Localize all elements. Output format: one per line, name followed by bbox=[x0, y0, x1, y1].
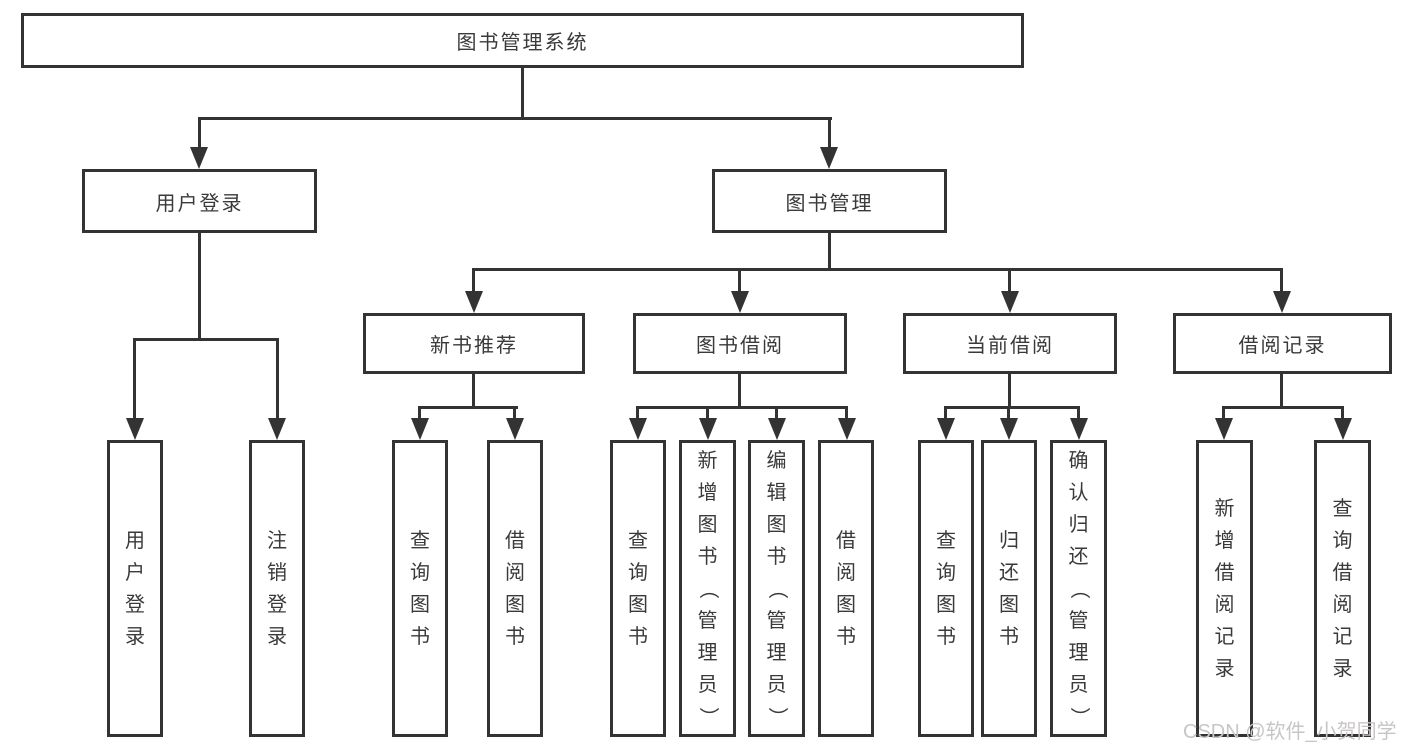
connector-line bbox=[1222, 406, 1344, 409]
connector-line bbox=[1008, 372, 1011, 408]
connector-line bbox=[944, 406, 947, 422]
node-leaf-cb-query-label: 查询图书 bbox=[936, 529, 956, 648]
arrow-down-icon bbox=[268, 418, 286, 440]
node-current-borrow: 当前借阅 bbox=[903, 313, 1117, 374]
arrow-down-icon bbox=[506, 418, 524, 440]
csdn-watermark: CSDN @软件_小贺同学 bbox=[1183, 721, 1397, 743]
node-leaf-nb-borrow-label: 借阅图书 bbox=[505, 529, 525, 648]
node-leaf-nb-query: 查询图书 bbox=[392, 440, 448, 737]
connector-line bbox=[944, 406, 1080, 409]
node-leaf-br-add-label: 新增借阅记录 bbox=[1214, 497, 1235, 680]
node-leaf-user-login-label: 用户登录 bbox=[125, 529, 145, 648]
connector-line bbox=[472, 268, 475, 294]
connector-line bbox=[636, 406, 848, 409]
connector-line bbox=[828, 117, 831, 151]
connector-line bbox=[472, 268, 1283, 271]
arrow-down-icon bbox=[190, 147, 208, 169]
arrow-down-icon bbox=[820, 147, 838, 169]
arrow-down-icon bbox=[411, 418, 429, 440]
node-leaf-nb-borrow: 借阅图书 bbox=[487, 440, 543, 737]
node-leaf-cb-return: 归还图书 bbox=[981, 440, 1037, 737]
node-root-label: 图书管理系统 bbox=[456, 32, 589, 54]
connector-line bbox=[738, 268, 741, 294]
arrow-down-icon bbox=[1000, 418, 1018, 440]
node-book-borrow-label: 图书借阅 bbox=[696, 335, 784, 357]
node-leaf-bb-borrow-label: 借阅图书 bbox=[836, 529, 856, 648]
connector-line bbox=[1007, 406, 1010, 422]
node-current-borrow-label: 当前借阅 bbox=[966, 335, 1054, 357]
node-book-mgmt-label: 图书管理 bbox=[785, 192, 874, 215]
connector-line bbox=[1280, 268, 1283, 294]
node-user-login-label: 用户登录 bbox=[155, 192, 244, 215]
node-leaf-br-query-label: 查询借阅记录 bbox=[1332, 497, 1353, 680]
node-leaf-cb-query: 查询图书 bbox=[918, 440, 974, 737]
node-leaf-bb-edit-label: 编辑图书（管理员） bbox=[765, 449, 788, 727]
connector-line bbox=[418, 406, 421, 422]
arrow-down-icon bbox=[731, 291, 749, 313]
arrow-down-icon bbox=[465, 291, 483, 313]
connector-line bbox=[276, 338, 279, 422]
connector-line bbox=[418, 406, 518, 409]
arrow-down-icon bbox=[937, 418, 955, 440]
connector-line bbox=[198, 231, 201, 339]
arrow-down-icon bbox=[1001, 291, 1019, 313]
node-leaf-logout: 注销登录 bbox=[249, 440, 305, 737]
connector-line bbox=[1222, 406, 1225, 422]
node-borrow-records: 借阅记录 bbox=[1173, 313, 1392, 374]
connector-line bbox=[1280, 372, 1283, 408]
arrow-down-icon bbox=[1273, 291, 1291, 313]
node-leaf-br-add: 新增借阅记录 bbox=[1196, 440, 1253, 737]
node-leaf-cb-confirm-label: 确认归还（管理员） bbox=[1067, 449, 1090, 727]
node-book-borrow: 图书借阅 bbox=[633, 313, 847, 374]
connector-line bbox=[513, 406, 516, 422]
connector-line bbox=[738, 372, 741, 408]
node-leaf-logout-label: 注销登录 bbox=[267, 529, 287, 648]
node-leaf-bb-add-label: 新增图书（管理员） bbox=[696, 449, 719, 727]
arrow-down-icon bbox=[629, 418, 647, 440]
node-leaf-cb-return-label: 归还图书 bbox=[999, 529, 1019, 648]
arrow-down-icon bbox=[126, 418, 144, 440]
node-user-login: 用户登录 bbox=[82, 169, 317, 233]
node-book-mgmt: 图书管理 bbox=[712, 169, 947, 233]
connector-line bbox=[133, 338, 279, 341]
node-borrow-records-label: 借阅记录 bbox=[1238, 335, 1327, 357]
arrow-down-icon bbox=[838, 418, 856, 440]
connector-line bbox=[706, 406, 709, 422]
connector-line bbox=[1077, 406, 1080, 422]
node-new-book-rec-label: 新书推荐 bbox=[430, 335, 518, 357]
arrow-down-icon bbox=[1334, 418, 1352, 440]
connector-line bbox=[636, 406, 639, 422]
connector-line bbox=[198, 117, 201, 151]
node-leaf-bb-edit: 编辑图书（管理员） bbox=[748, 440, 805, 737]
node-root: 图书管理系统 bbox=[21, 13, 1024, 68]
node-leaf-bb-borrow: 借阅图书 bbox=[818, 440, 874, 737]
connector-line bbox=[198, 117, 832, 120]
arrow-down-icon bbox=[699, 418, 717, 440]
arrow-down-icon bbox=[1215, 418, 1233, 440]
node-leaf-user-login: 用户登录 bbox=[107, 440, 163, 737]
connector-line bbox=[1008, 268, 1011, 294]
connector-line bbox=[472, 372, 475, 408]
node-new-book-rec: 新书推荐 bbox=[363, 313, 585, 374]
node-leaf-bb-query: 查询图书 bbox=[610, 440, 666, 737]
connector-line bbox=[775, 406, 778, 422]
connector-line bbox=[133, 338, 136, 422]
arrow-down-icon bbox=[768, 418, 786, 440]
arrow-down-icon bbox=[1070, 418, 1088, 440]
connector-line bbox=[828, 231, 831, 269]
node-leaf-bb-query-label: 查询图书 bbox=[628, 529, 648, 648]
node-leaf-bb-add: 新增图书（管理员） bbox=[679, 440, 736, 737]
connector-line bbox=[521, 66, 524, 118]
connector-line bbox=[1341, 406, 1344, 422]
connector-line bbox=[845, 406, 848, 422]
node-leaf-cb-confirm: 确认归还（管理员） bbox=[1050, 440, 1107, 737]
node-leaf-nb-query-label: 查询图书 bbox=[410, 529, 430, 648]
node-leaf-br-query: 查询借阅记录 bbox=[1314, 440, 1371, 737]
